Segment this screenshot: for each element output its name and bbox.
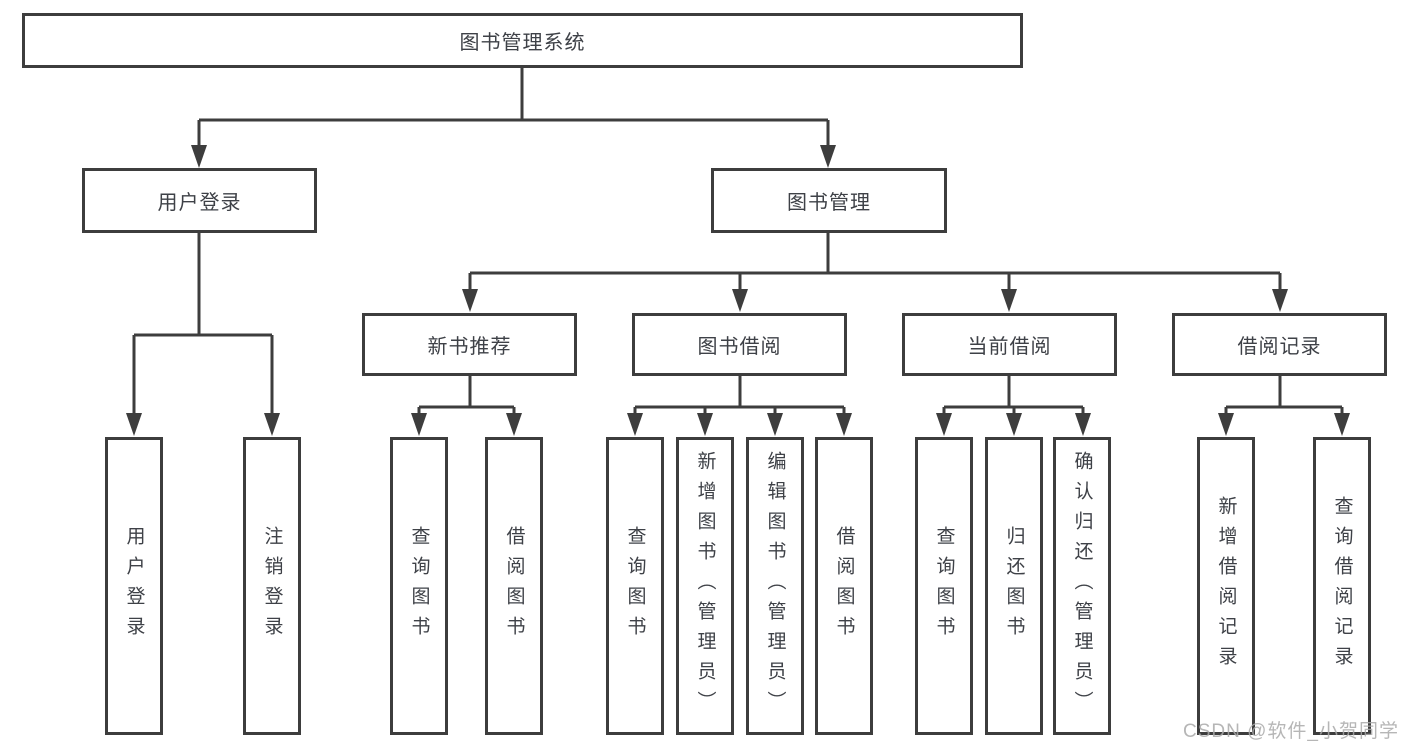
tree-node-leaf-query-borrow-record: 查询借阅记录 <box>1313 437 1371 735</box>
node-label: 查询图书 <box>933 526 955 646</box>
tree-node-book-management: 图书管理 <box>711 168 947 233</box>
node-label: 当前借阅 <box>967 336 1052 358</box>
node-label: 查询图书 <box>624 526 646 646</box>
node-label: 用户登录 <box>123 526 145 646</box>
node-label: 确认归还（管理员） <box>1071 451 1093 721</box>
node-label: 新增借阅记录 <box>1215 496 1237 676</box>
tree-node-leaf-add-books-admin: 新增图书（管理员） <box>676 437 734 735</box>
tree-node-leaf-query-books-borrow: 查询图书 <box>606 437 664 735</box>
tree-node-leaf-logout: 注销登录 <box>243 437 301 735</box>
watermark: CSDN @软件_小贺同学 <box>1183 721 1399 742</box>
tree-node-current-borrowing: 当前借阅 <box>902 313 1117 376</box>
tree-node-leaf-query-books-current: 查询图书 <box>915 437 973 735</box>
tree-node-book-borrowing: 图书借阅 <box>632 313 847 376</box>
node-label: 查询借阅记录 <box>1331 496 1353 676</box>
node-label: 新书推荐 <box>427 336 512 358</box>
node-label: 注销登录 <box>261 526 283 646</box>
tree-node-leaf-edit-books-admin: 编辑图书（管理员） <box>746 437 804 735</box>
tree-node-leaf-borrow-books-rec: 借阅图书 <box>485 437 543 735</box>
node-label: 图书管理 <box>787 192 871 214</box>
node-label: 用户登录 <box>157 192 242 214</box>
node-label: 归还图书 <box>1003 526 1025 646</box>
node-label: 借阅图书 <box>833 526 855 646</box>
tree-node-borrowing-records: 借阅记录 <box>1172 313 1387 376</box>
tree-node-leaf-user-login: 用户登录 <box>105 437 163 735</box>
tree-node-user-login: 用户登录 <box>82 168 317 233</box>
tree-node-leaf-confirm-return-admin: 确认归还（管理员） <box>1053 437 1111 735</box>
tree-node-new-book-recommendation: 新书推荐 <box>362 313 577 376</box>
node-label: 图书管理系统 <box>459 32 586 54</box>
tree-node-leaf-return-books: 归还图书 <box>985 437 1043 735</box>
tree-node-root: 图书管理系统 <box>22 13 1023 68</box>
tree-node-leaf-query-books-rec: 查询图书 <box>390 437 448 735</box>
node-label: 借阅图书 <box>503 526 525 646</box>
node-label: 借阅记录 <box>1237 336 1322 358</box>
node-label: 新增图书（管理员） <box>694 451 716 721</box>
tree-node-leaf-borrow-books: 借阅图书 <box>815 437 873 735</box>
node-label: 查询图书 <box>408 526 430 646</box>
node-label: 编辑图书（管理员） <box>764 451 786 721</box>
node-label: 图书借阅 <box>697 336 782 358</box>
tree-node-leaf-add-borrow-record: 新增借阅记录 <box>1197 437 1255 735</box>
